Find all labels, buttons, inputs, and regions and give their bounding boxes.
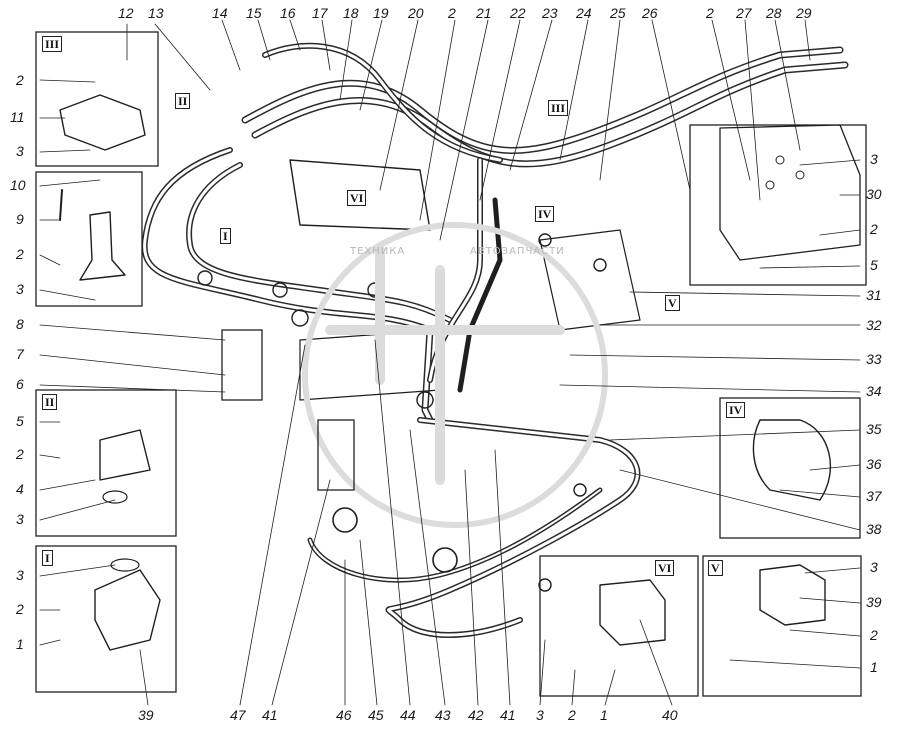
callout-label: 5 xyxy=(870,257,878,273)
callout-label: 15 xyxy=(246,5,262,21)
callout-label: 40 xyxy=(662,707,678,723)
callout-label: 12 xyxy=(118,5,134,21)
callout-label: 41 xyxy=(262,707,278,723)
callout-label: 2 xyxy=(16,246,24,262)
callout-label: 47 xyxy=(230,707,246,723)
callout-label: 11 xyxy=(10,109,25,125)
callout-label: 26 xyxy=(642,5,658,21)
callout-label: 32 xyxy=(866,317,882,333)
callout-label: 2 xyxy=(16,72,24,88)
callout-label: 3 xyxy=(536,707,544,723)
callout-label: 9 xyxy=(16,211,24,227)
callout-label: 3 xyxy=(16,567,24,583)
callout-label: 41 xyxy=(500,707,516,723)
callout-label: 3 xyxy=(16,281,24,297)
callout-label: 19 xyxy=(373,5,389,21)
callout-label: 44 xyxy=(400,707,416,723)
callout-label: 10 xyxy=(10,177,26,193)
callout-label: 36 xyxy=(866,456,882,472)
callout-label: 33 xyxy=(866,351,882,367)
view-tag-VI-main: VI xyxy=(347,190,367,206)
callout-label: 38 xyxy=(866,521,882,537)
callout-label: 3 xyxy=(16,511,24,527)
callout-label: 45 xyxy=(368,707,384,723)
callout-label: 43 xyxy=(435,707,451,723)
callout-label: 1 xyxy=(870,659,878,675)
callout-label: 46 xyxy=(336,707,352,723)
callout-label: 6 xyxy=(16,376,24,392)
view-tag-II-main: II xyxy=(175,93,191,109)
watermark-right: АВТОЗАПЧАСТИ xyxy=(470,246,565,257)
callout-label: 5 xyxy=(16,413,24,429)
callout-label: 39 xyxy=(866,594,882,610)
callout-label: 16 xyxy=(280,5,296,21)
view-tag-II-inset: II xyxy=(42,394,58,410)
view-tag-V-main: V xyxy=(665,295,680,311)
callout-label: 42 xyxy=(468,707,484,723)
view-tag-III-inset: III xyxy=(42,36,63,52)
callout-label: 24 xyxy=(576,5,592,21)
callout-label: 1 xyxy=(600,707,608,723)
callout-label: 2 xyxy=(448,5,456,21)
callout-label: 29 xyxy=(796,5,812,21)
callout-label: 35 xyxy=(866,421,882,437)
watermark-left: ТЕХНИКА xyxy=(350,246,406,257)
callout-label: 25 xyxy=(610,5,626,21)
view-tag-III-main: III xyxy=(548,100,569,116)
callout-label: 23 xyxy=(542,5,558,21)
callout-label: 27 xyxy=(736,5,752,21)
callout-label: 34 xyxy=(866,383,882,399)
view-tag-I-main: I xyxy=(220,228,231,244)
callout-label: 13 xyxy=(148,5,164,21)
callout-label: 2 xyxy=(870,627,878,643)
callout-label: 4 xyxy=(16,481,24,497)
view-tag-I-inset: I xyxy=(42,550,53,566)
callout-label: 2 xyxy=(870,221,878,237)
callout-label: 1 xyxy=(16,636,24,652)
callout-label: 37 xyxy=(866,488,882,504)
callout-label: 2 xyxy=(16,446,24,462)
view-tag-VI-inset: VI xyxy=(655,560,675,576)
callout-label: 14 xyxy=(212,5,228,21)
callout-label: 3 xyxy=(16,143,24,159)
view-tag-V-inset: V xyxy=(708,560,723,576)
callout-label: 7 xyxy=(16,346,24,362)
view-tag-IV-main: IV xyxy=(535,206,555,222)
callout-label: 39 xyxy=(138,707,154,723)
callout-label: 30 xyxy=(866,186,882,202)
callout-label: 18 xyxy=(343,5,359,21)
callout-label: 21 xyxy=(476,5,492,21)
view-tag-IV-inset: IV xyxy=(726,402,746,418)
callout-label: 31 xyxy=(866,287,882,303)
callout-label: 2 xyxy=(706,5,714,21)
callout-label: 8 xyxy=(16,316,24,332)
callout-label: 22 xyxy=(510,5,526,21)
callout-label: 17 xyxy=(312,5,328,21)
callout-label: 20 xyxy=(408,5,424,21)
callout-label: 2 xyxy=(568,707,576,723)
callout-label: 2 xyxy=(16,601,24,617)
callout-label: 28 xyxy=(766,5,782,21)
callout-label: 3 xyxy=(870,559,878,575)
callout-label: 3 xyxy=(870,151,878,167)
